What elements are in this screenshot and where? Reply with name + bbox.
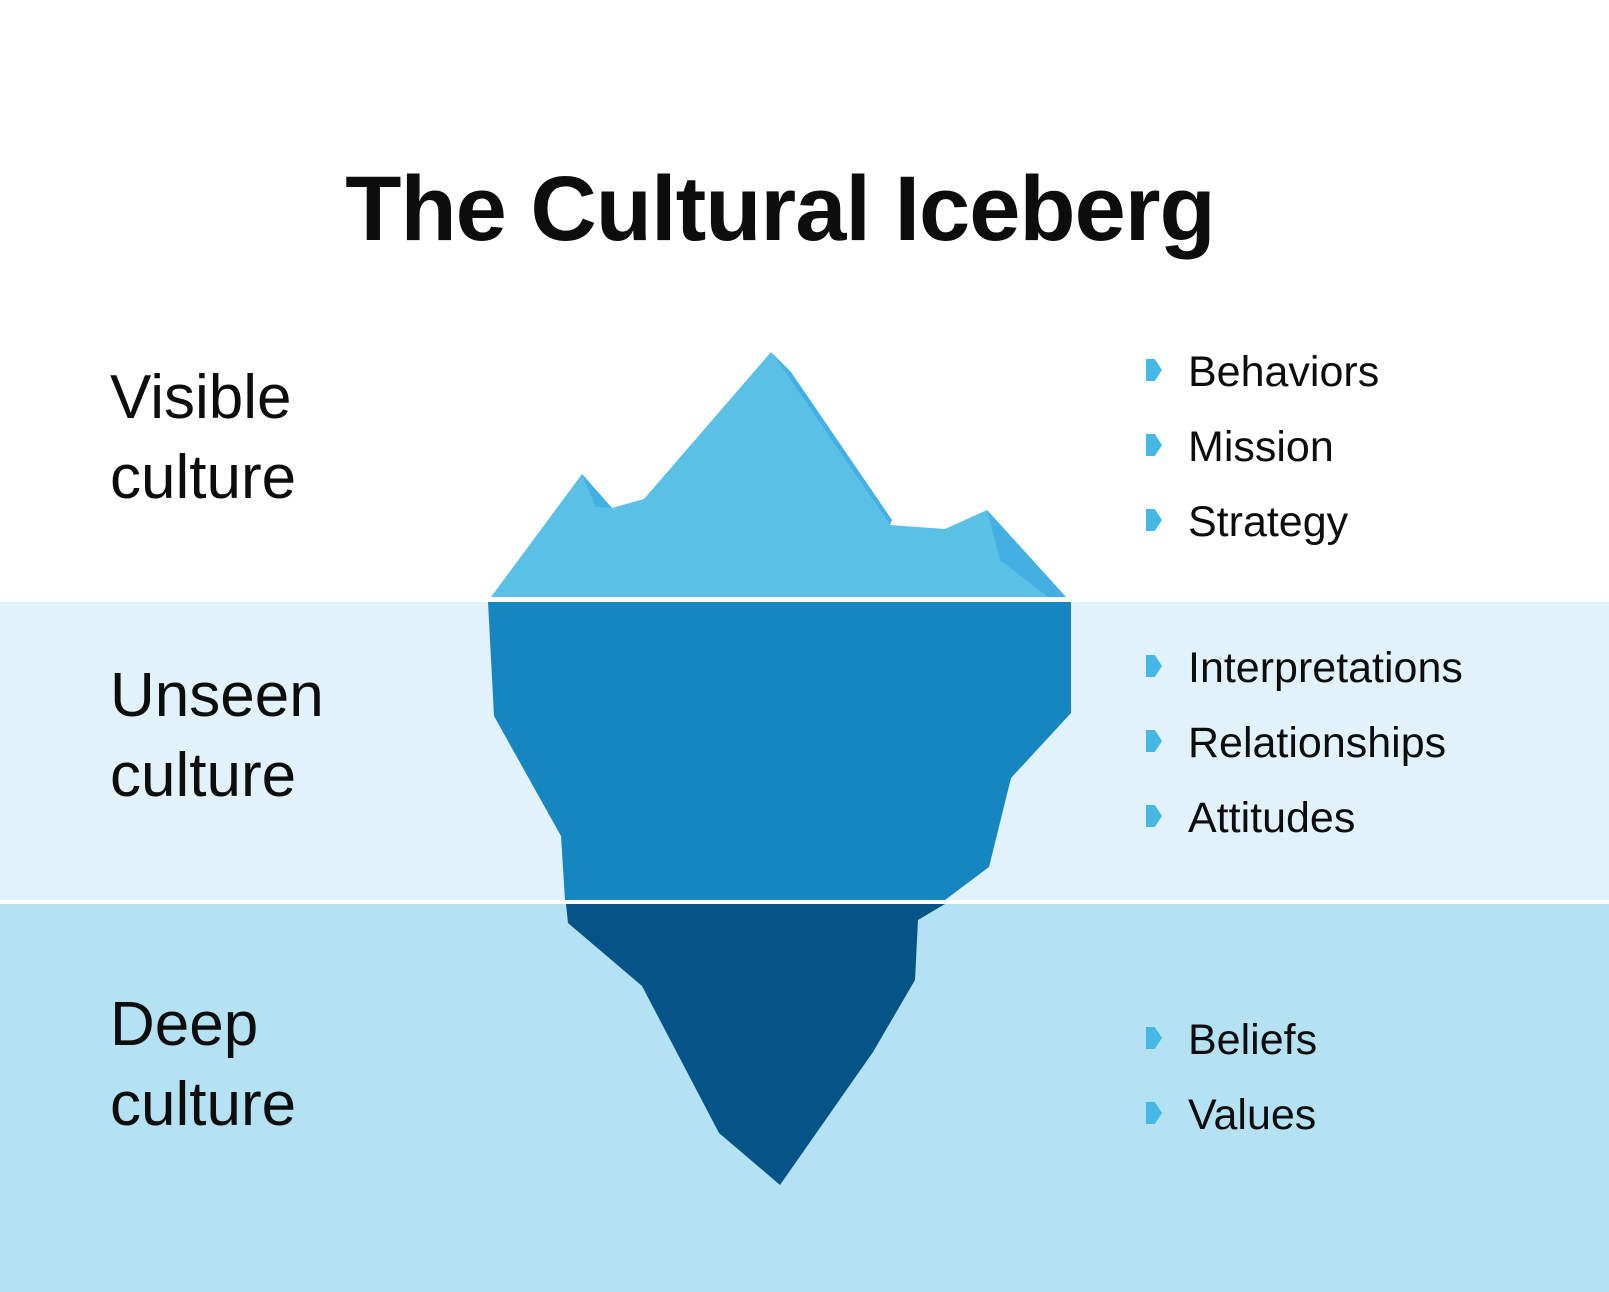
depth-divider: [0, 900, 1609, 904]
bullet-icon: [1146, 805, 1162, 827]
layer-label-line: culture: [110, 1070, 297, 1139]
layer-label-line: culture: [110, 741, 297, 810]
list-item-label: Attitudes: [1188, 794, 1356, 842]
list-item: Relationships: [1146, 717, 1463, 792]
list-item: Beliefs: [1146, 1014, 1317, 1089]
bullet-icon: [1146, 730, 1162, 752]
bullet-icon: [1146, 434, 1162, 456]
iceberg-tip-shade-right: [987, 510, 1066, 597]
list-item: Behaviors: [1146, 346, 1379, 421]
bullet-icon: [1146, 509, 1162, 531]
layer-label-deep: Deep culture: [110, 985, 440, 1145]
iceberg-tip-shade-left: [582, 474, 612, 508]
layer-label-visible: Visible culture: [110, 358, 440, 518]
deep-culture-list: Beliefs Values: [1146, 1014, 1317, 1164]
list-item-label: Strategy: [1188, 498, 1349, 546]
bullet-icon: [1146, 1102, 1162, 1124]
layer-label-line: Visible: [110, 363, 292, 432]
list-item: Strategy: [1146, 496, 1379, 571]
list-item-label: Beliefs: [1188, 1016, 1318, 1064]
list-item-label: Values: [1188, 1091, 1317, 1139]
unseen-culture-list: Interpretations Relationships Attitudes: [1146, 642, 1463, 867]
list-item: Values: [1146, 1089, 1317, 1164]
iceberg-tip-shade-ridge: [771, 352, 892, 525]
bullet-icon: [1146, 1027, 1162, 1049]
visible-culture-list: Behaviors Mission Strategy: [1146, 346, 1379, 571]
bullet-icon: [1146, 359, 1162, 381]
iceberg-middle-section: [488, 602, 1071, 900]
iceberg-deep-section: [566, 904, 945, 1185]
list-item-label: Relationships: [1188, 719, 1447, 767]
layer-label-line: culture: [110, 443, 297, 512]
iceberg-visible-tip: [491, 352, 1066, 597]
list-item-label: Mission: [1188, 423, 1334, 471]
list-item-label: Interpretations: [1188, 644, 1463, 692]
waterline-divider: [0, 598, 1609, 602]
list-item: Mission: [1146, 421, 1379, 496]
iceberg-tip-shape: [491, 352, 1066, 597]
bullet-icon: [1146, 655, 1162, 677]
layer-label-line: Unseen: [110, 661, 324, 730]
layer-label-unseen: Unseen culture: [110, 656, 440, 816]
layer-label-line: Deep: [110, 990, 259, 1059]
list-item: Interpretations: [1146, 642, 1463, 717]
list-item-label: Behaviors: [1188, 348, 1380, 396]
page-title: The Cultural Iceberg: [345, 157, 1216, 260]
list-item: Attitudes: [1146, 792, 1463, 867]
